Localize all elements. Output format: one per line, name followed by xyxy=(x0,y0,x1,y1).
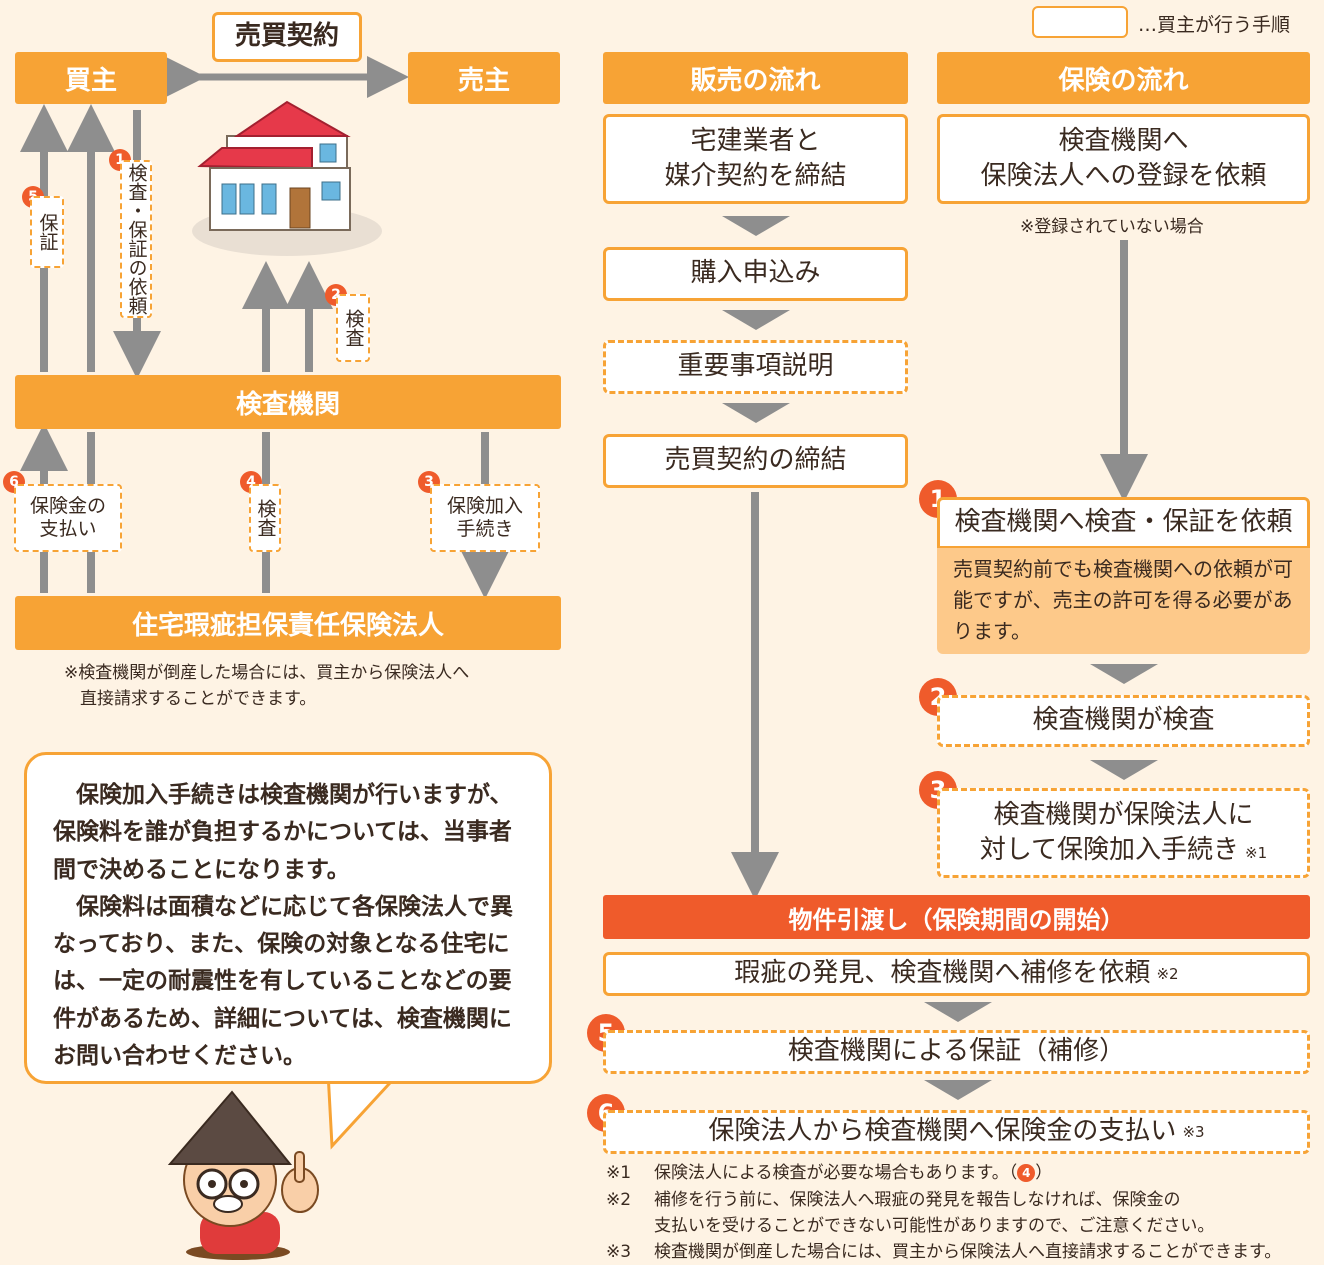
insurance-step-2: 検査機関が検査 xyxy=(937,695,1310,747)
defect-step: 瑕疵の発見、検査機関へ補修を依頼 ※2 xyxy=(603,952,1310,996)
flow-arrow-after-2 xyxy=(924,1080,992,1100)
sales-step-4: 売買契約の締結 xyxy=(603,434,908,488)
footnote-1-badge: 4 xyxy=(1017,1164,1036,1182)
step-text-3b: 手続き xyxy=(456,518,514,540)
step-label-1: 検査・保証の依頼 xyxy=(120,160,152,318)
speech-paragraph-2: 保険料は面積などに応じて各保険法人で異なっており、また、保険の対象となる住宅には… xyxy=(53,893,513,1069)
footnote-1-end: ） xyxy=(1035,1163,1053,1183)
sales-step-1-line1: 宅建業者と xyxy=(690,125,821,156)
footnote-2-line1: 補修を行う前に、保険法人へ瑕疵の発見を報告しなければ、保険金の xyxy=(654,1190,1181,1210)
insurance-step-1: 検査機関へ検査・保証を依頼 xyxy=(937,497,1310,549)
insurance-step-3-line1: 検査機関が保険法人に xyxy=(993,799,1254,830)
step-text-4: 検査 xyxy=(254,499,277,537)
step-text-1: 検査・保証の依頼 xyxy=(125,163,148,315)
contract-label: 売買契約 xyxy=(212,12,362,62)
left-note-1: ※検査機関が倒産した場合には、買主から保険法人へ xyxy=(64,663,470,683)
flow-arrow-after-1 xyxy=(924,1002,992,1022)
footnote-1: ※1 保険法人による検査が必要な場合もあります。（4） xyxy=(606,1160,1052,1186)
step-text-6b: 支払い xyxy=(39,518,97,540)
insurance-step-3-line2: 対して保険加入手続き xyxy=(979,835,1240,865)
sales-step-2: 購入申込み xyxy=(603,247,908,301)
legend-text: …買主が行う手順 xyxy=(1138,14,1291,36)
mascot-illustration xyxy=(167,1090,319,1260)
flow-arrow-ins-2 xyxy=(1090,760,1158,780)
footnote-2-cont: 支払いを受けることができない可能性がありますので、ご注意ください。 xyxy=(654,1216,1215,1236)
sales-flow-header: 販売の流れ xyxy=(603,52,908,104)
insurance-step-1-detail: 売買契約前でも検査機関への依頼が可能ですが、売主の許可を得る必要があります。 xyxy=(937,548,1310,654)
speech-paragraph-1: 保険加入手続きは検査機関が行いますが、保険料を誰が負担するかについては、当事者間… xyxy=(53,782,513,883)
speech-bubble: 保険加入手続きは検査機関が行いますが、保険料を誰が負担するかについては、当事者間… xyxy=(24,752,552,1084)
sales-step-1-line2: 媒介契約を締結 xyxy=(664,161,847,191)
buyer-box: 買主 xyxy=(15,52,167,104)
left-note-2: 直接請求することができます。 xyxy=(80,689,317,709)
footnote-3: ※3 検査機関が倒産した場合には、買主から保険法人へ直接請求することができます。 xyxy=(606,1239,1281,1265)
footnote-2-mark: ※2 xyxy=(606,1190,632,1210)
step-label-4: 検査 xyxy=(249,484,281,552)
sales-step-1: 宅建業者と 媒介契約を締結 xyxy=(603,114,908,204)
footnote-1-mark: ※1 xyxy=(606,1163,632,1183)
insurance-step-3-ref: ※1 xyxy=(1245,844,1268,862)
defect-step-ref: ※2 xyxy=(1156,964,1179,983)
step-label-6: 保険金の 支払い xyxy=(14,484,122,552)
step-text-2: 検査 xyxy=(342,309,365,347)
seller-box: 売主 xyxy=(408,52,560,104)
insurance-step-3: 検査機関が保険法人に 対して保険加入手続き ※1 xyxy=(937,788,1310,878)
sales-step-3: 重要事項説明 xyxy=(603,340,908,394)
insurance-step-0-note: ※登録されていない場合 xyxy=(1020,217,1204,237)
insurance-step-3-line2-wrap: 対して保険加入手続き ※1 xyxy=(980,833,1267,868)
handover-bar: 物件引渡し（保険期間の開始） xyxy=(603,895,1310,939)
inspection-agency-box: 検査機関 xyxy=(15,375,561,429)
defect-step-text: 瑕疵の発見、検査機関へ補修を依頼 xyxy=(734,958,1151,989)
after-step-6-text: 保険法人から検査機関へ保険金の支払い xyxy=(708,1116,1177,1147)
insurance-flow-header: 保険の流れ xyxy=(937,52,1310,104)
flow-arrow-sales-2 xyxy=(722,310,790,330)
footnote-3-mark: ※3 xyxy=(606,1242,632,1262)
step-text-5: 保証 xyxy=(36,213,59,251)
step-text-6a: 保険金の xyxy=(29,495,106,518)
legend-swatch xyxy=(1032,6,1128,38)
footnote-3-text: 検査機関が倒産した場合には、買主から保険法人へ直接請求することができます。 xyxy=(654,1242,1282,1262)
insurer-box: 住宅瑕疵担保責任保険法人 xyxy=(15,596,561,650)
after-step-6-ref: ※3 xyxy=(1182,1122,1205,1141)
house-illustration xyxy=(192,100,382,256)
insurance-step-0-line1: 検査機関へ xyxy=(1058,125,1189,156)
after-step-6: 保険法人から検査機関へ保険金の支払い ※3 xyxy=(603,1110,1310,1154)
insurance-step-0: 検査機関へ 保険法人への登録を依頼 xyxy=(937,114,1310,204)
step-text-3a: 保険加入 xyxy=(446,495,523,518)
step-label-5: 保証 xyxy=(30,196,64,268)
flow-connectors xyxy=(731,240,1148,900)
step-label-3: 保険加入 手続き xyxy=(430,484,540,552)
flow-arrow-sales-3 xyxy=(722,403,790,423)
flow-arrow-sales-1 xyxy=(722,216,790,236)
footnote-1-text: 保険法人による検査が必要な場合もあります。（ xyxy=(654,1163,1018,1183)
insurance-step-0-line2: 保険法人への登録を依頼 xyxy=(980,161,1267,191)
after-step-5: 検査機関による保証（補修） xyxy=(603,1030,1310,1074)
footnote-2: ※2 補修を行う前に、保険法人へ瑕疵の発見を報告しなければ、保険金の xyxy=(606,1187,1181,1213)
step-label-2: 検査 xyxy=(336,294,370,362)
flow-arrow-ins-1 xyxy=(1090,664,1158,684)
